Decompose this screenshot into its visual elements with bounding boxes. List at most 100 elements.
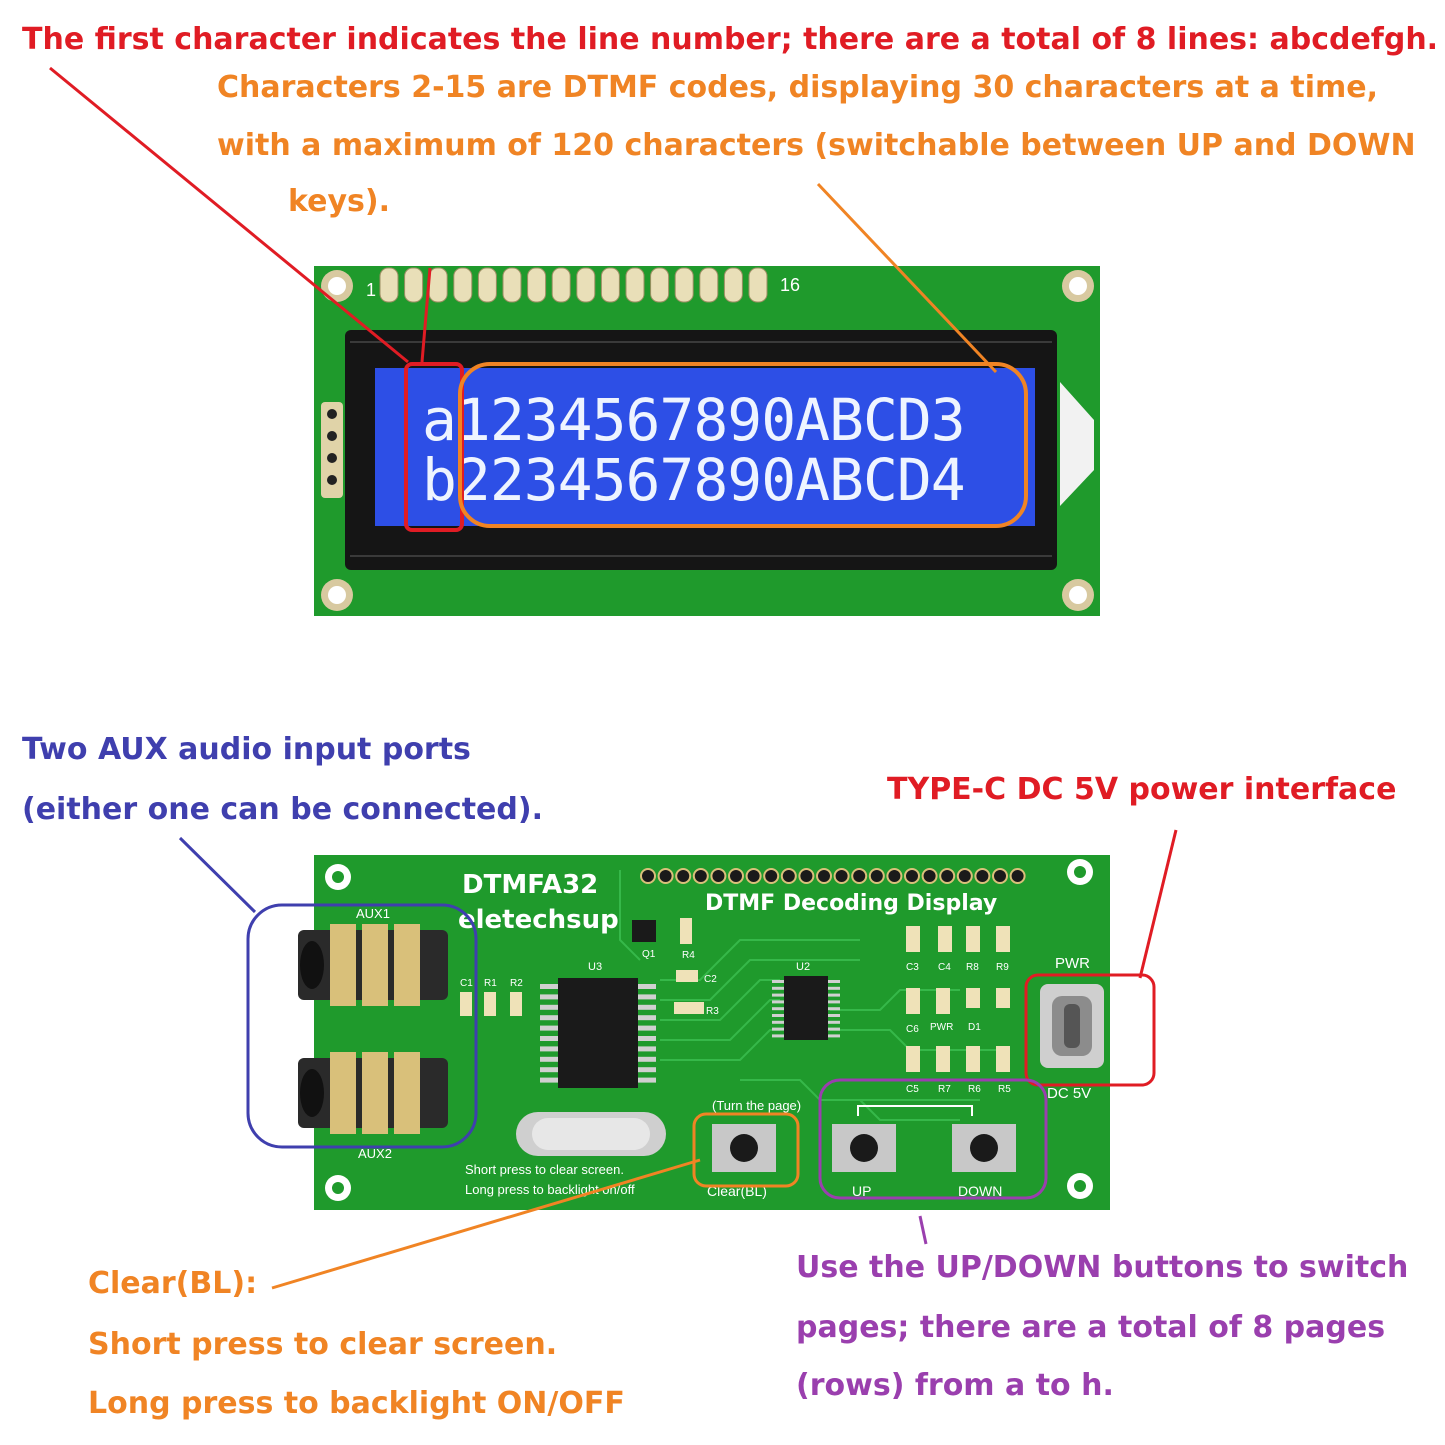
u2-label: U2	[796, 961, 810, 973]
u2-pin	[828, 986, 840, 990]
transistor-q1	[632, 920, 656, 942]
u3-label: U3	[588, 961, 602, 973]
turn-page-label: (Turn the page)	[712, 1098, 801, 1113]
pin-16-label: 16	[780, 275, 800, 295]
chip-u3: U3	[540, 961, 656, 1088]
pointer-typec	[1138, 829, 1178, 979]
r6-label: R6	[968, 1084, 981, 1095]
u3-pin	[540, 1046, 558, 1052]
lcd-pin	[404, 267, 424, 303]
clear-button[interactable]	[712, 1124, 776, 1172]
lcd-pin	[600, 267, 620, 303]
u3-pin	[540, 984, 558, 989]
lcd-pin	[625, 267, 645, 303]
r5-label: R5	[998, 1084, 1011, 1095]
pcb-traces	[619, 870, 1000, 1121]
board-pin	[780, 868, 797, 884]
board-pin	[816, 868, 832, 884]
board-pin	[692, 868, 709, 884]
u3-pin	[540, 1015, 558, 1021]
c4-label: C4	[938, 962, 951, 973]
board-pin	[904, 868, 920, 884]
u2-pin	[772, 986, 784, 990]
board-pin	[657, 868, 674, 884]
u2-pin	[772, 993, 784, 997]
r1-label: R1	[484, 978, 497, 989]
u3-pin	[638, 994, 656, 1000]
board-pin	[851, 868, 868, 884]
u3-pin	[638, 1036, 656, 1041]
caption-updown-line3: (rows) from a to h.	[796, 1368, 1114, 1403]
lcd-pin	[453, 267, 473, 303]
r7-label: R7	[938, 1084, 951, 1095]
lcd-pin	[551, 267, 571, 303]
caption-typec-power: TYPE-C DC 5V power interface	[887, 772, 1397, 807]
board-pin	[763, 868, 780, 884]
caption-dtmf-codes-line2: with a maximum of 120 characters (switch…	[217, 128, 1416, 163]
down-label: DOWN	[958, 1183, 1002, 1199]
pointer-line-number-2	[420, 267, 432, 363]
pointer-clear	[271, 1158, 701, 1290]
board-header-pins	[640, 868, 1026, 884]
board-pin	[886, 868, 903, 884]
r4-label: R4	[682, 950, 695, 961]
lcd-screen	[375, 368, 1035, 526]
board-pin	[710, 868, 727, 884]
u2-pin	[828, 1014, 840, 1017]
lcd-pin	[502, 267, 522, 303]
board-model: DTMFA32	[462, 870, 598, 900]
board-pin	[956, 868, 973, 884]
typec-connector	[1040, 984, 1104, 1068]
u2-pin	[828, 993, 840, 997]
u2-pin	[772, 1027, 784, 1031]
lcd-pin	[723, 267, 743, 303]
u2-pin	[772, 1000, 784, 1004]
lcd-pin	[527, 267, 547, 303]
up-button[interactable]	[832, 1124, 896, 1172]
r9-label: R9	[996, 962, 1009, 973]
board-pin	[675, 868, 692, 884]
u2-pin	[828, 980, 840, 983]
lcd-pin	[428, 267, 448, 303]
pointer-aux	[178, 836, 257, 914]
caption-dtmf-codes-line1: Characters 2-15 are DTMF codes, displayi…	[217, 70, 1378, 105]
lcd-mounting-holes	[321, 270, 1094, 611]
u3-pin	[638, 1077, 656, 1083]
u2-pin	[828, 1007, 840, 1011]
u2-pin	[772, 980, 784, 983]
pointer-dtmf-codes	[816, 182, 998, 374]
u2-pin	[828, 1000, 840, 1004]
aux2-label: AUX2	[358, 1146, 392, 1161]
lcd-pin	[379, 267, 399, 303]
u3-pin	[638, 1025, 656, 1031]
c5-label: C5	[906, 1084, 919, 1095]
board-pin	[745, 868, 762, 884]
caption-aux-line2: (either one can be connected).	[22, 792, 543, 827]
board-pin	[921, 868, 938, 884]
u3-pin	[638, 984, 656, 989]
caption-aux-line1: Two AUX audio input ports	[22, 732, 471, 767]
u3-pin	[540, 1056, 558, 1062]
aux-highlight	[246, 903, 478, 1149]
lcd-side-contacts	[321, 402, 343, 498]
u2-pin	[772, 1014, 784, 1017]
u2-pin	[772, 1034, 784, 1038]
aux1-label: AUX1	[356, 906, 390, 921]
dtmf-codes-highlight	[458, 362, 1028, 528]
r3-label: R3	[706, 1006, 719, 1017]
c2-label: C2	[704, 974, 717, 985]
clear-highlight	[692, 1112, 800, 1188]
pointer-updown	[918, 1215, 928, 1245]
aux2-jack	[298, 1052, 448, 1134]
u2-pin	[828, 1034, 840, 1038]
lcd-header-pins	[379, 267, 768, 303]
d1-label: D1	[968, 1022, 981, 1033]
backlight-led	[1060, 382, 1094, 506]
u2-pin	[828, 1027, 840, 1031]
u3-pin	[638, 1046, 656, 1052]
lcd-row-1: a1234567890ABCD3	[422, 386, 965, 454]
down-button[interactable]	[952, 1124, 1016, 1172]
u2-pin	[772, 1020, 784, 1024]
board-pin	[833, 868, 850, 884]
